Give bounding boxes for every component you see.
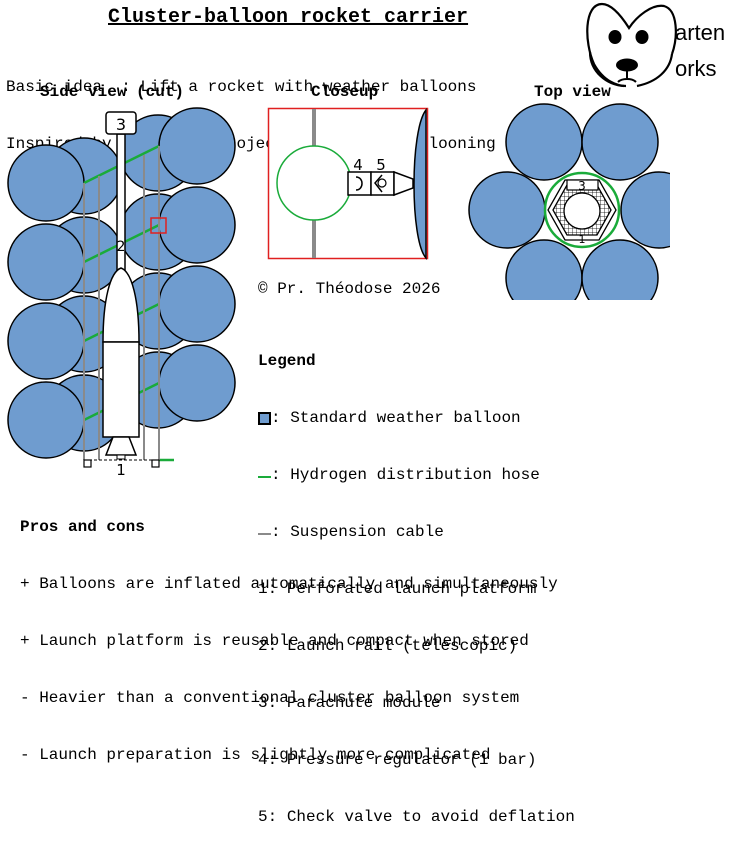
cable-line-icon — [258, 532, 271, 535]
copyright: © Pr. Théodose 2026 — [258, 280, 441, 298]
dog-nose-icon — [616, 58, 638, 72]
legend-title: Legend — [258, 352, 316, 370]
balloon — [158, 186, 236, 264]
balloon — [7, 144, 85, 222]
balloon — [620, 171, 670, 249]
legend-item-balloon: : Standard weather balloon — [258, 409, 575, 428]
logo-dog-face-icon — [586, 2, 677, 88]
balloon — [505, 239, 583, 300]
label-regulator: 4 — [353, 156, 363, 174]
label-rail: 2 — [117, 239, 126, 255]
balloon — [581, 103, 659, 181]
closeup-diagram: 4 5 — [267, 107, 429, 260]
balloon — [7, 302, 85, 380]
balloon — [7, 381, 85, 459]
platform-foot — [83, 459, 92, 468]
rocket-nose — [102, 267, 140, 343]
legend-item-5: 5: Check valve to avoid deflation — [258, 808, 575, 827]
label-platform: 1 — [579, 233, 586, 246]
top-view-title: Top view — [534, 83, 611, 101]
pros-cons-item: + Balloons are inflated automatically an… — [20, 575, 558, 593]
pros-cons-item: + Launch platform is reusable and compac… — [20, 632, 529, 650]
closeup-title: Closeup — [311, 83, 379, 101]
rocket-opening — [563, 192, 601, 230]
pros-cons: Pros and cons + Balloons are inflated au… — [20, 480, 558, 784]
label-parachute: 3 — [578, 179, 586, 193]
pros-cons-item: - Launch preparation is slightly more co… — [20, 746, 491, 764]
dog-mouth-icon — [617, 70, 637, 83]
regulator-symbol-icon — [355, 176, 363, 191]
closeup-marker — [150, 217, 167, 234]
balloon — [158, 344, 236, 422]
dog-jaw-icon — [588, 51, 625, 88]
parachute-module — [105, 111, 137, 135]
platform-outer-hexagon — [547, 179, 617, 241]
logo-text-line2: orks — [675, 56, 717, 81]
balloon — [158, 265, 236, 343]
suspension-cables — [83, 146, 160, 460]
legend-text: : Check valve to avoid deflation — [267, 808, 575, 826]
top-view-diagram: 3 1 — [468, 103, 670, 300]
dog-head-outline — [586, 2, 677, 88]
balloon-edge — [413, 107, 427, 260]
legend-item-hose: : Hydrogen distribution hose — [258, 466, 575, 485]
check-valve-ball-icon — [377, 178, 387, 188]
balloons-front — [7, 107, 236, 459]
dog-eye-right-icon — [635, 30, 649, 44]
intro-line-basic-idea: Basic idea : Lift a rocket with weather … — [6, 78, 496, 97]
legend-text: : Suspension cable — [271, 523, 444, 541]
label-check-valve: 5 — [376, 156, 386, 174]
pros-cons-title: Pros and cons — [20, 518, 145, 536]
logo-text-line1: arten — [675, 20, 726, 45]
top-balloons — [468, 103, 670, 300]
dog-eye-left-icon — [608, 30, 622, 44]
side-view-diagram: .b{fill:#6f9ccf;stroke:#000;stroke-width… — [7, 107, 236, 479]
hose-line-icon — [258, 475, 271, 478]
pressure-regulator — [347, 171, 372, 196]
rocket-nozzle — [104, 436, 138, 456]
parachute-module — [566, 179, 599, 191]
balloon — [158, 107, 236, 185]
balloon — [468, 171, 546, 249]
hydrogen-hose-cross-section — [276, 145, 352, 221]
legend-key: 5 — [258, 808, 268, 826]
balloon — [7, 223, 85, 301]
intro-value: Lift a rocket with weather balloons — [140, 78, 477, 96]
side-view-title: Side view (cut) — [40, 83, 185, 101]
intro-key: Basic idea — [6, 78, 122, 96]
page-title: Cluster-balloon rocket carrier — [108, 6, 469, 29]
rocket-nozzle-tip — [116, 454, 126, 460]
legend-text: : Standard weather balloon — [271, 409, 521, 427]
rocket-body — [102, 341, 140, 438]
balloon — [505, 103, 583, 181]
platform-foot — [151, 459, 160, 468]
balloon-nozzle — [393, 170, 414, 197]
check-valve-symbol-icon — [374, 174, 383, 193]
legend-text: : Hydrogen distribution hose — [271, 466, 540, 484]
balloon-swatch-icon — [258, 412, 271, 425]
balloon — [581, 239, 659, 300]
legend-item-cable: : Suspension cable — [258, 523, 575, 542]
label-platform: 1 — [116, 461, 126, 479]
pros-cons-item: - Heavier than a conventional cluster ba… — [20, 689, 520, 707]
intro-sep: : — [121, 78, 141, 96]
label-parachute: 3 — [116, 115, 126, 134]
